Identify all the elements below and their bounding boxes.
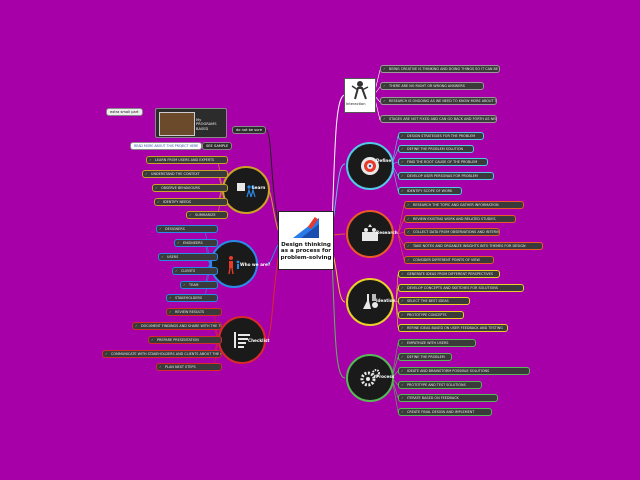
research-label: Research — [376, 230, 398, 235]
card-text-line2: PROGRAMS BASED — [196, 122, 217, 131]
learn-item[interactable]: IDENTIFY NEEDS — [154, 198, 228, 206]
checklist-node[interactable] — [218, 316, 266, 364]
list-lines-icon — [234, 332, 250, 348]
card-tag[interactable]: extra small part — [106, 108, 143, 116]
checklist-label: Checklist — [248, 338, 270, 343]
who-label: Who we are? — [240, 262, 271, 267]
top-tag[interactable]: do not be sure — [232, 126, 267, 134]
learn-item[interactable]: OBSERVE BEHAVIOURS — [152, 184, 228, 192]
checklist-item[interactable]: PREPARE PRESENTATION — [148, 336, 222, 344]
ideation-item[interactable]: GENERATE IDEAS FROM DIFFERENT PERSPECTIV… — [398, 270, 500, 278]
learn-label: Learn — [252, 185, 266, 190]
process-item[interactable]: ITERATE BASED ON FEEDBACK — [398, 394, 498, 402]
research-item[interactable]: COLLECT DATA FROM OBSERVATIONS AND INTER… — [404, 228, 500, 236]
learn-node[interactable] — [222, 166, 270, 214]
person-icon — [351, 81, 369, 100]
research-item[interactable]: CONSIDER DIFFERENT POINTS OF VIEW — [404, 256, 494, 264]
lab-icon — [363, 294, 378, 309]
research-node[interactable] — [346, 210, 394, 258]
interaction-item[interactable]: RESEARCH IS ONGOING AS WE NEED TO KNOW M… — [380, 97, 497, 105]
central-topic-title: Design thinking as a process for problem… — [280, 242, 332, 261]
process-item[interactable]: CREATE FINAL DESIGN AND IMPLEMENT — [398, 408, 492, 416]
process-item[interactable]: PROTOTYPE AND TEST SOLUTIONS — [398, 381, 482, 389]
team-icon — [362, 224, 378, 241]
people-icon — [237, 183, 256, 198]
define-item[interactable]: DEVELOP USER PERSONAS FOR PROBLEM — [398, 172, 494, 180]
ideation-item[interactable]: PROTOTYPE CONCEPTS — [398, 311, 464, 319]
process-node[interactable] — [346, 354, 394, 402]
learn-item[interactable]: UNDERSTAND THE CONTEXT — [142, 170, 228, 178]
design-logo-icon — [290, 216, 322, 240]
define-node[interactable] — [346, 142, 394, 190]
interaction-item[interactable]: BEING CREATIVE IS THINKING AND DOING THI… — [380, 65, 500, 73]
who-node[interactable] — [210, 240, 258, 288]
interaction-item[interactable]: STAGES ARE NOT FIXED AND CAN GO BACK AND… — [380, 115, 497, 123]
research-item[interactable]: TAKE NOTES AND ORGANIZE INSIGHTS INTO TH… — [404, 242, 543, 250]
gears-icon — [360, 369, 380, 387]
who-item[interactable]: DESIGNERS — [156, 225, 218, 233]
who-item[interactable]: TEAM — [180, 281, 218, 289]
checklist-item[interactable]: COMMUNICATE WITH STAKEHOLDERS AND CLIENT… — [102, 350, 222, 358]
ideation-label: Ideation — [376, 298, 396, 303]
who-item[interactable]: CLIENTS — [172, 267, 218, 275]
research-item[interactable]: REVIEW EXISTING WORK AND RELATED STUDIES — [404, 215, 516, 223]
ideation-item[interactable]: REFINE IDEAS BASED ON USER FEEDBACK AND … — [398, 324, 508, 332]
define-item[interactable]: DESIGN STRATEGIES FOR THE PROBLEM — [398, 132, 484, 140]
process-item[interactable]: IDEATE AND BRAINSTORM POSSIBLE SOLUTIONS — [398, 367, 530, 375]
ideation-item[interactable]: DEVELOP CONCEPTS AND SKETCHES FOR SOLUTI… — [398, 284, 524, 292]
target-icon — [361, 157, 379, 175]
card-text-line1: My — [196, 118, 202, 122]
interaction-label: Interaction — [346, 102, 366, 106]
card-sample-link[interactable]: SEE SAMPLE — [202, 142, 233, 150]
who-item[interactable]: ENGINEERS — [174, 239, 218, 247]
checklist-item[interactable]: PLAN NEXT STEPS — [156, 363, 222, 371]
who-item[interactable]: USERS — [158, 253, 218, 261]
ideation-item[interactable]: SELECT THE BEST IDEAS — [398, 297, 470, 305]
learn-item[interactable]: SUMMARIZE — [186, 211, 228, 219]
process-label: Process — [376, 374, 395, 379]
central-topic[interactable]: Design thinking as a process for problem… — [278, 211, 334, 270]
card-link[interactable]: READ MORE ABOUT THIS PROJECT HERE — [130, 142, 203, 150]
checklist-item[interactable]: REVIEW RESULTS — [166, 308, 222, 316]
research-item[interactable]: RESEARCH THE TOPIC AND GATHER INFORMATIO… — [404, 201, 524, 209]
define-item[interactable]: DEFINE THE PROBLEM SOLUTION — [398, 145, 474, 153]
interaction-item[interactable]: THERE ARE NO RIGHT OR WRONG ANSWERS — [380, 82, 484, 90]
learn-item[interactable]: LEARN FROM USERS AND EXPERTS — [146, 156, 228, 164]
person-figure-icon — [228, 256, 240, 275]
card-photo — [159, 112, 195, 136]
who-item[interactable]: STAKEHOLDERS — [166, 294, 218, 302]
ideation-node[interactable] — [346, 278, 394, 326]
process-item[interactable]: EMPATHIZE WITH USERS — [398, 339, 476, 347]
define-label: Define — [376, 158, 392, 163]
define-item[interactable]: FIND THE ROOT CAUSE OF THE PROBLEM — [398, 158, 488, 166]
process-item[interactable]: DEFINE THE PROBLEM — [398, 353, 452, 361]
define-item[interactable]: IDENTIFY SCOPE OF WORK — [398, 187, 462, 195]
interaction-node[interactable] — [344, 78, 376, 113]
checklist-item[interactable]: DOCUMENT FINDINGS AND SHARE WITH THE TEA… — [132, 322, 222, 330]
